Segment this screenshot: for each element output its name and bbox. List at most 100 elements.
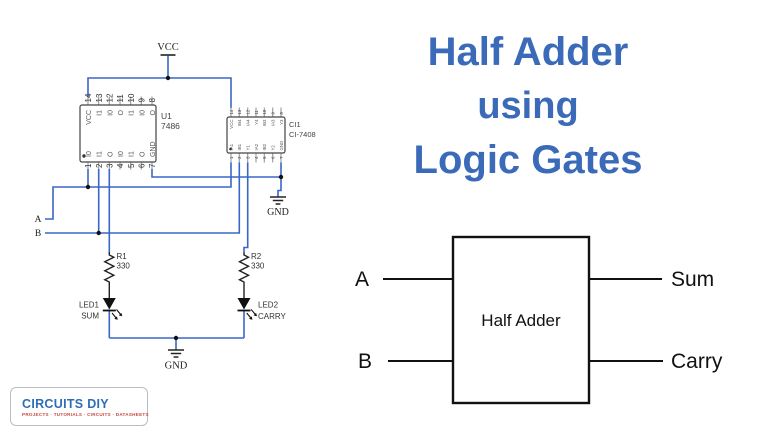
ci1-top-pin-numbers: 14 13 12 11 10 9 8 — [229, 109, 284, 114]
svg-text:IB2: IB2 — [262, 143, 267, 150]
u1-top-pin-numbers: 14 13 12 11 10 9 8 — [84, 93, 157, 102]
ci1-bottom-pin-numbers: 1 2 3 4 5 6 7 — [229, 156, 284, 159]
svg-text:10: 10 — [127, 93, 136, 102]
svg-text:13: 13 — [95, 93, 104, 102]
block-diagram-label: Half Adder — [481, 311, 561, 330]
svg-text:9: 9 — [271, 112, 276, 115]
ci1-pin1-marker — [229, 147, 232, 151]
svg-text:O: O — [150, 109, 157, 115]
u1-pin1-marker — [82, 154, 86, 158]
block-input-b-label: B — [358, 350, 372, 373]
u1-top-pin-labels: VCC I1 I0 O I1 I0 O — [86, 109, 157, 124]
u1-bottom-pin-numbers: 1 2 3 4 5 6 7 — [84, 163, 157, 168]
svg-text:13: 13 — [237, 109, 242, 114]
u1-part: 7486 — [161, 121, 180, 131]
led1-symbol — [102, 298, 123, 320]
svg-text:O: O — [107, 151, 114, 157]
svg-text:IB1: IB1 — [237, 143, 242, 150]
half-adder-block-diagram: A B Sum Carry Half Adder — [355, 235, 723, 405]
ci1-ref: CI1 — [289, 120, 301, 129]
led1-net: SUM — [81, 312, 99, 321]
led2-symbol — [237, 298, 257, 320]
svg-text:I1: I1 — [129, 110, 136, 116]
input-a-label: A — [35, 215, 42, 225]
svg-text:IB4: IB4 — [237, 119, 242, 126]
svg-text:Y2: Y2 — [271, 145, 276, 151]
ci1-ic-body — [226, 116, 286, 154]
u1-ic-body — [79, 104, 157, 163]
led2-net: CARRY — [258, 312, 287, 321]
svg-text:Y3: Y3 — [279, 119, 284, 125]
led1-ref: LED1 — [79, 301, 100, 310]
svg-text:IA4: IA4 — [246, 119, 251, 126]
svg-text:5: 5 — [262, 156, 267, 159]
svg-text:IB3: IB3 — [262, 119, 267, 126]
ci1-top-pin-labels: VCC IB4 IA4 Y4 IB3 IA3 Y3 — [229, 119, 284, 129]
svg-text:VCC: VCC — [86, 110, 93, 125]
r1-ref: R1 — [117, 252, 128, 261]
svg-text:12: 12 — [106, 93, 115, 102]
svg-text:Y1: Y1 — [246, 145, 251, 151]
wire-u1-gnd-run — [151, 169, 281, 178]
svg-text:12: 12 — [246, 109, 251, 114]
ci1-bottom-pin-labels: IA1 IB1 Y1 IA2 IB2 Y2 GND — [229, 141, 284, 151]
svg-text:IA1: IA1 — [229, 143, 234, 150]
block-diagram-box — [451, 235, 591, 405]
svg-text:Y4: Y4 — [254, 119, 259, 125]
svg-text:I0: I0 — [86, 151, 93, 157]
wire-ci1-gnd — [277, 162, 282, 197]
r2-value: 330 — [251, 262, 265, 271]
svg-text:O: O — [118, 109, 125, 115]
gnd-right-label: GND — [267, 207, 289, 218]
svg-text:GND: GND — [279, 141, 284, 151]
svg-text:GND: GND — [150, 141, 157, 157]
svg-text:7: 7 — [279, 156, 284, 159]
svg-text:I0: I0 — [118, 151, 125, 157]
gnd-symbol-bottom — [168, 349, 184, 358]
svg-text:9: 9 — [138, 98, 147, 103]
ci1-part: CI-7408 — [289, 130, 316, 139]
r1-value: 330 — [117, 262, 131, 271]
u1-pin-stubs — [87, 96, 153, 170]
gnd-symbol-right — [270, 196, 286, 205]
ci1-pin-stubs — [230, 107, 282, 163]
svg-text:6: 6 — [138, 163, 147, 168]
circuits-diy-logo: CIRCUITS DIY PROJECTS · TUTORIALS · CIRC… — [10, 387, 149, 426]
svg-text:I0: I0 — [139, 110, 146, 116]
input-b-label: B — [35, 229, 41, 239]
r2-ref: R2 — [251, 252, 262, 261]
svg-text:2: 2 — [237, 156, 242, 159]
svg-text:VCC: VCC — [229, 120, 234, 129]
logo-tagline: PROJECTS · TUTORIALS · CIRCUITS · DATASH… — [22, 411, 149, 417]
svg-text:8: 8 — [148, 98, 157, 103]
led2-ref: LED2 — [258, 301, 279, 310]
title-line-2: using — [477, 85, 579, 127]
svg-text:14: 14 — [229, 109, 234, 114]
svg-text:I1: I1 — [97, 151, 104, 157]
svg-text:10: 10 — [262, 109, 267, 114]
wire-input-a — [45, 162, 232, 220]
block-output-sum-label: Sum — [671, 268, 714, 291]
u1-bottom-pin-labels: I0 I1 O I0 I1 O GND — [86, 141, 157, 157]
wire-vcc-bus — [87, 77, 232, 108]
svg-text:14: 14 — [84, 93, 93, 102]
vcc-label: VCC — [157, 42, 179, 53]
wire-ci1-y1-to-r2 — [243, 162, 249, 252]
svg-text:I1: I1 — [129, 151, 136, 157]
page-title: Half Adder using Logic Gates — [380, 24, 676, 188]
r1-resistor-symbol — [103, 252, 116, 298]
svg-text:5: 5 — [127, 163, 136, 168]
title-line-1: Half Adder — [427, 30, 629, 74]
junction-dots — [85, 75, 284, 341]
svg-text:IA2: IA2 — [254, 143, 259, 150]
svg-text:4: 4 — [254, 156, 259, 159]
block-output-carry-label: Carry — [671, 350, 723, 373]
svg-text:IA3: IA3 — [271, 119, 276, 126]
svg-text:11: 11 — [254, 109, 259, 114]
u1-ref: U1 — [161, 111, 172, 121]
svg-text:3: 3 — [106, 163, 115, 168]
svg-text:I0: I0 — [107, 110, 114, 116]
svg-text:3: 3 — [246, 156, 251, 159]
svg-text:6: 6 — [271, 156, 276, 159]
svg-text:1: 1 — [229, 156, 234, 159]
